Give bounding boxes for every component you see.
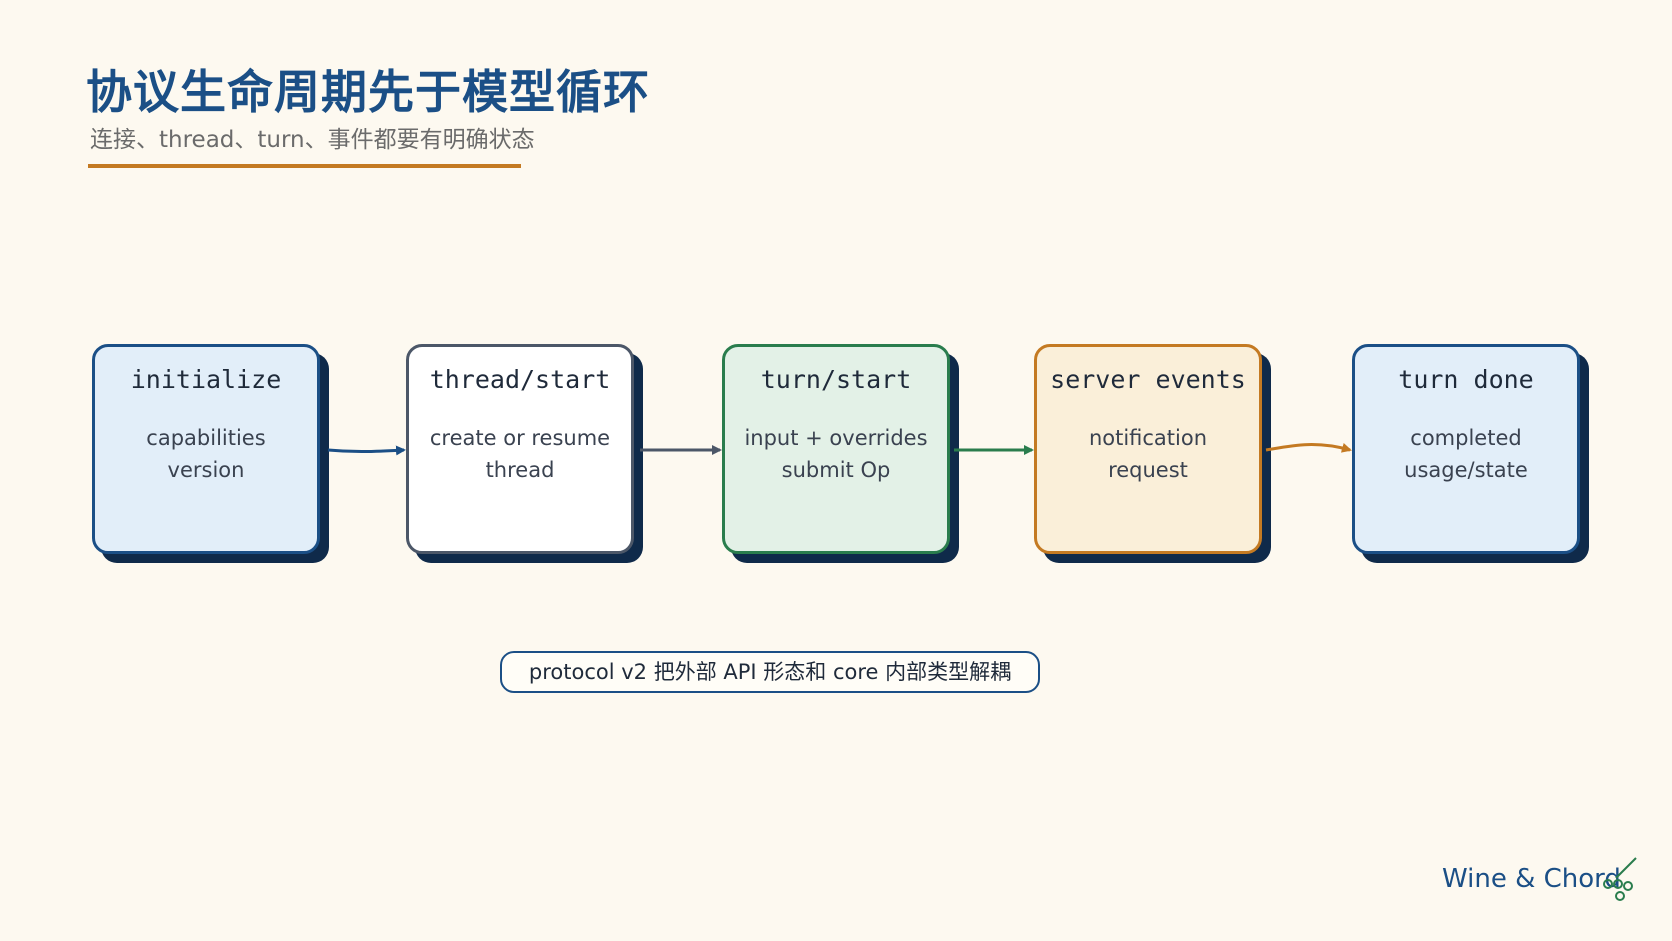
node-server-events: server events notification request <box>1034 344 1262 554</box>
node-line: submit Op <box>781 458 891 482</box>
node-title: server events <box>1050 365 1246 394</box>
node-line: completed <box>1410 426 1522 450</box>
node-title: turn/start <box>760 365 912 394</box>
page-title: 协议生命周期先于模型循环 <box>86 65 650 119</box>
node-title: thread/start <box>429 365 611 394</box>
node-line: usage/state <box>1404 458 1528 482</box>
node-line: capabilities <box>146 426 266 450</box>
brand-name: Wine & Chord <box>1442 864 1621 894</box>
node-turn-start: turn/start input + overrides submit Op <box>722 344 950 554</box>
protocol-note: protocol v2 把外部 API 形态和 core 内部类型解耦 <box>500 651 1040 693</box>
title-underline <box>88 164 521 168</box>
node-thread-start: thread/start create or resume thread <box>406 344 634 554</box>
page-subtitle: 连接、thread、turn、事件都要有明确状态 <box>90 127 535 153</box>
node-initialize: initialize capabilities version <box>92 344 320 554</box>
node-line: version <box>167 458 245 482</box>
arrow-initialize-to-thread <box>327 445 406 456</box>
brand-logo-icon <box>1603 857 1637 901</box>
arrow-events-to-done <box>1265 442 1352 453</box>
node-title: initialize <box>130 365 282 394</box>
node-line: request <box>1108 458 1188 482</box>
node-line: notification <box>1088 426 1208 450</box>
node-title: turn done <box>1398 365 1534 394</box>
node-line: thread <box>485 458 555 482</box>
node-line: input + overrides <box>744 426 928 450</box>
node-line: create or resume <box>429 426 611 450</box>
node-turn-done: turn done completed usage/state <box>1352 344 1580 554</box>
